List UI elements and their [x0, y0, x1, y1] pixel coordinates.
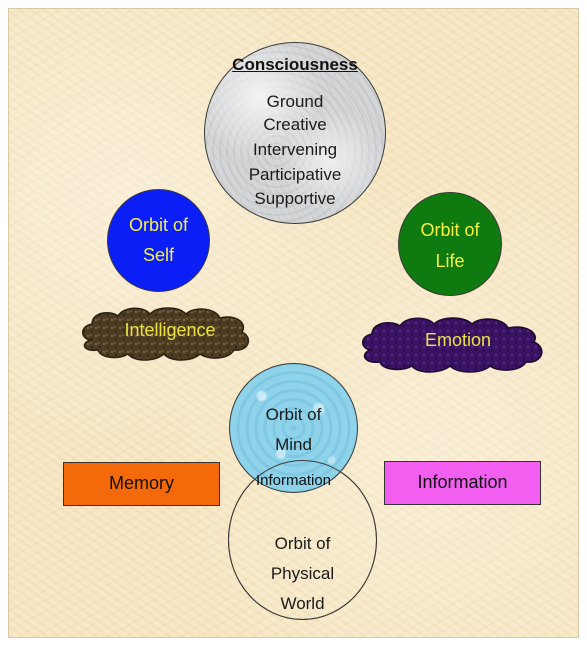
orbit-life-line1: Orbit of [420, 220, 480, 240]
quality-supportive: Supportive [254, 189, 336, 208]
emotion-cloud [362, 317, 543, 373]
mind-information-label: Information [255, 472, 332, 489]
quality-participative: Participative [248, 165, 342, 184]
quality-creative: Creative [263, 115, 327, 134]
orbit-of-mind-circle: Orbit of Mind [229, 363, 358, 493]
orbit-life-line2: Life [435, 251, 465, 271]
memory-box: Memory [63, 462, 220, 506]
quality-ground: Ground [266, 92, 324, 111]
consciousness-title: Consciousness [232, 55, 358, 74]
information-box: Information [384, 461, 541, 505]
consciousness-circle: Consciousness Ground Creative Intervenin… [204, 42, 386, 224]
orbit-physical-line3: World [280, 594, 325, 613]
orbit-physical-line2: Physical [270, 564, 335, 583]
orbit-self-line2: Self [142, 245, 175, 265]
intelligence-label: Intelligence [124, 320, 216, 340]
orbit-mind-line2: Mind [275, 435, 312, 454]
emotion-label: Emotion [424, 330, 492, 350]
orbit-physical-line1: Orbit of [274, 534, 331, 553]
intelligence-cloud [82, 307, 250, 361]
orbit-self-line1: Orbit of [128, 215, 189, 235]
quality-intervening: Intervening [252, 140, 338, 159]
orbit-of-life-circle: Orbit of Life [398, 192, 502, 296]
orbit-of-self-circle: Orbit of Self [107, 189, 210, 292]
orbit-mind-line1: Orbit of [265, 405, 322, 424]
